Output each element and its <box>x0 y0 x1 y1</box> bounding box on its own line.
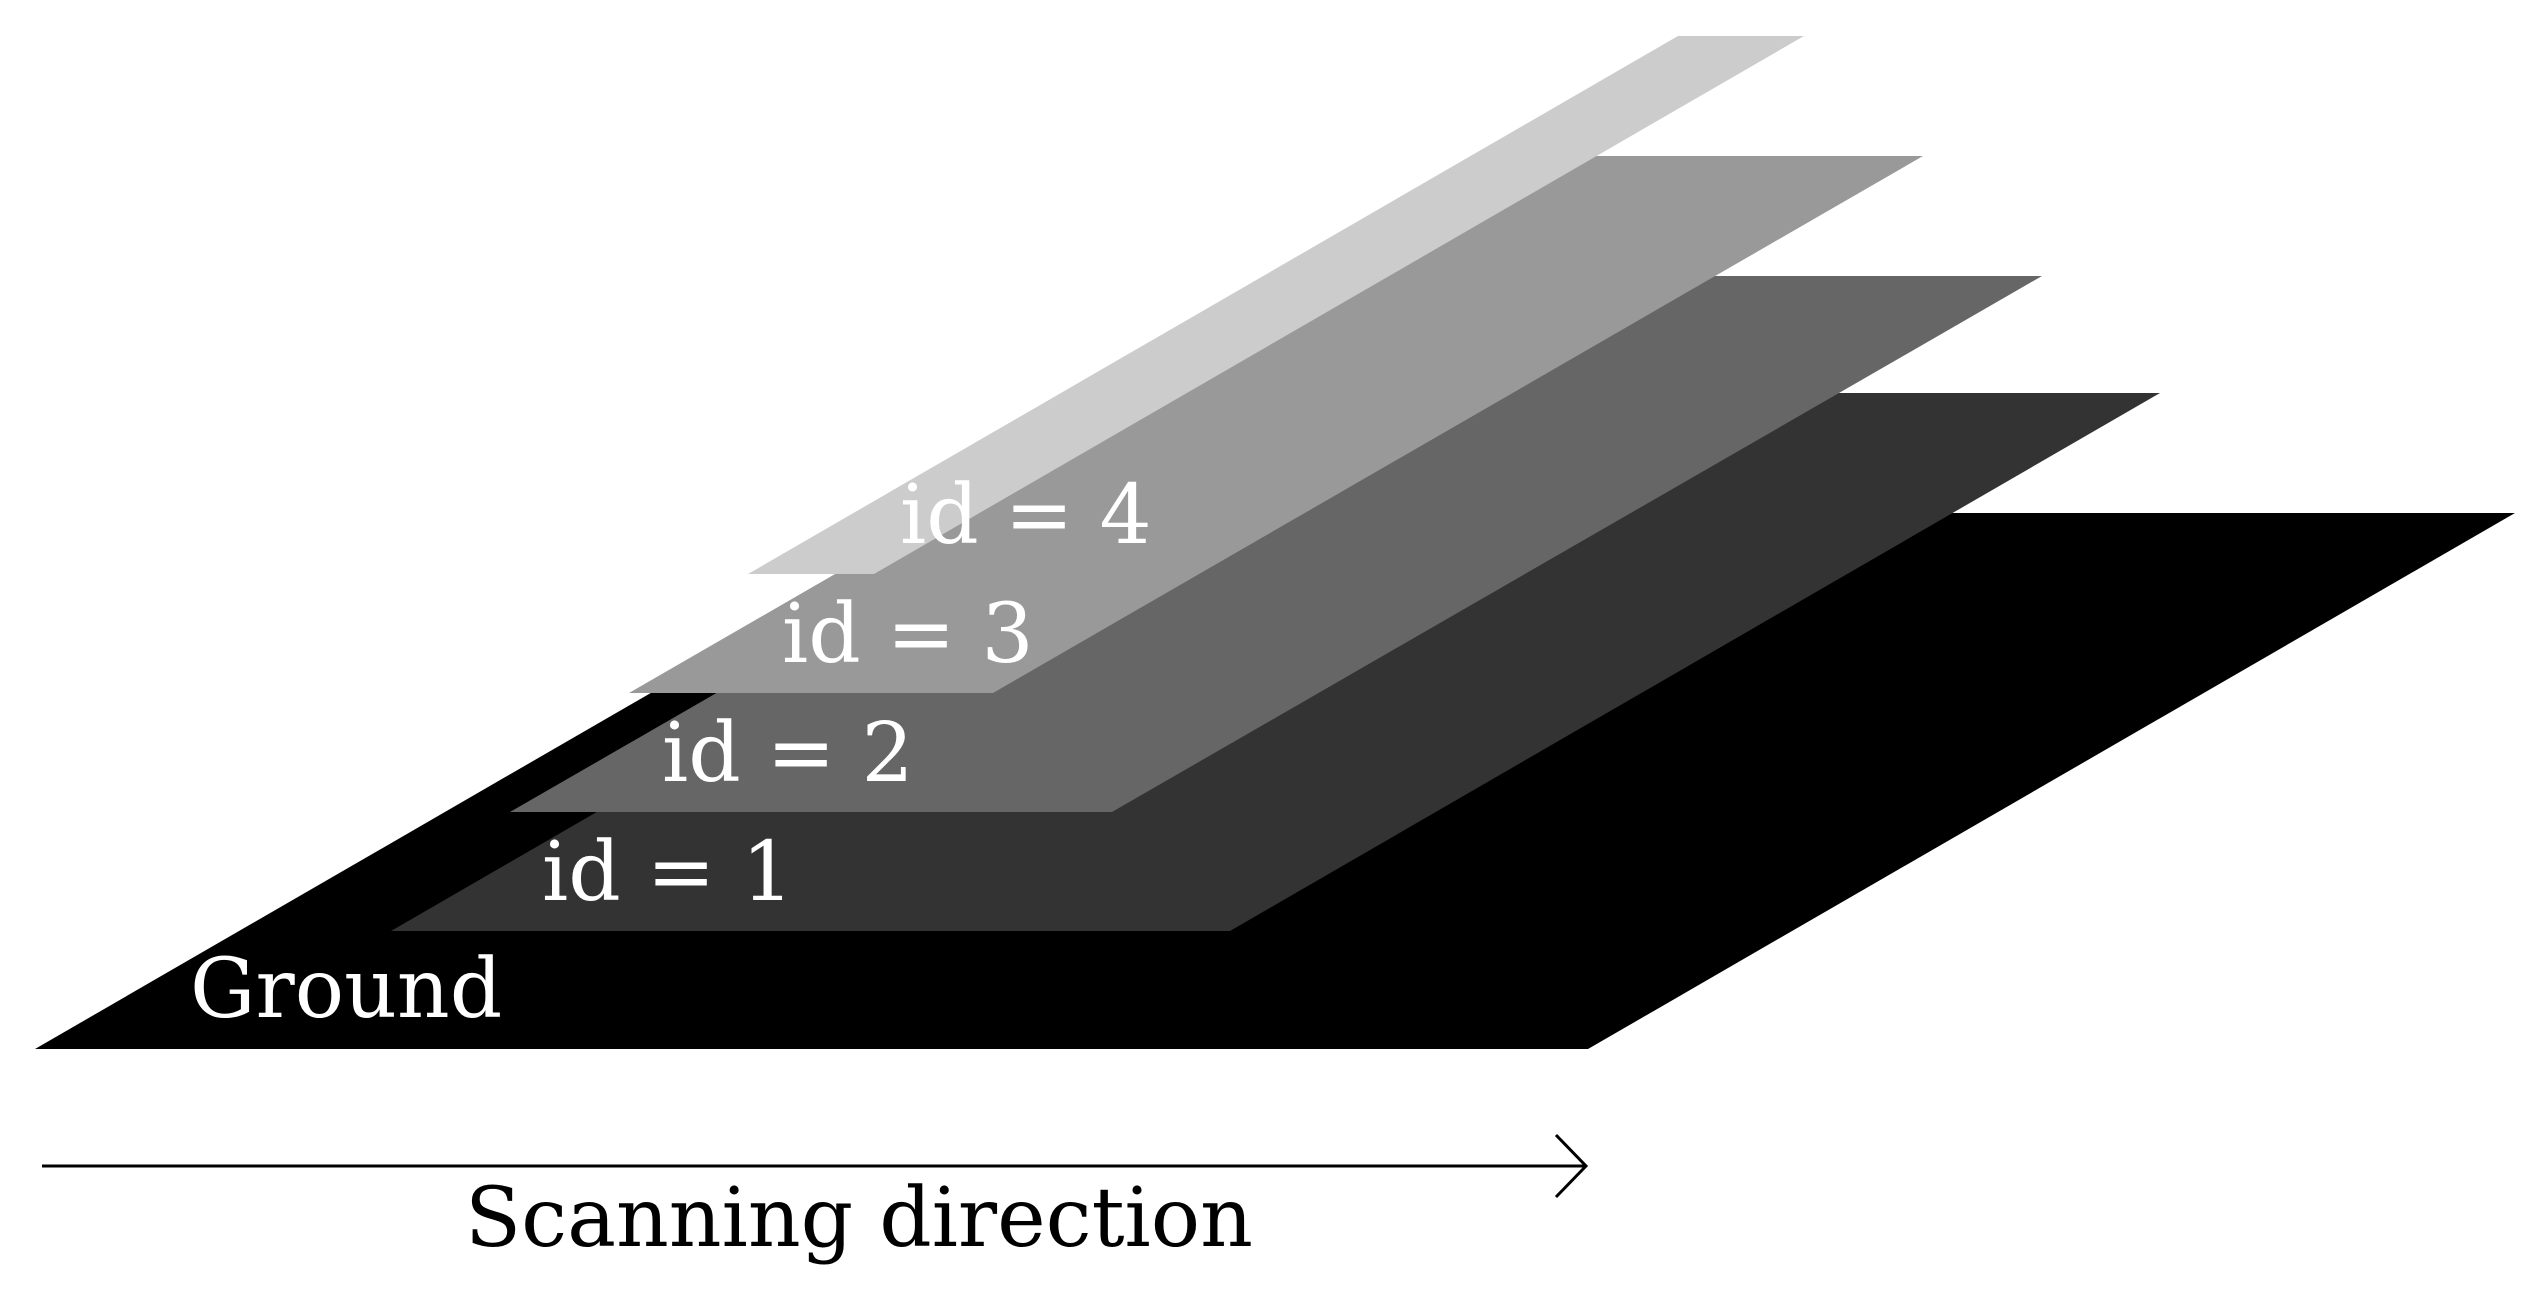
layer-1-label: id = 1 <box>542 825 794 920</box>
scanning-direction-label: Scanning direction <box>465 1171 1253 1266</box>
ground-label: Ground <box>190 942 502 1037</box>
layer-4-label: id = 4 <box>900 468 1152 563</box>
layer-3-plane <box>629 156 1923 693</box>
layer-2-label: id = 2 <box>662 706 914 801</box>
layer-4-plane <box>748 36 1804 574</box>
scanning-direction-arrowhead-icon <box>1554 1133 1589 1199</box>
layer-3-label: id = 3 <box>782 587 1034 682</box>
